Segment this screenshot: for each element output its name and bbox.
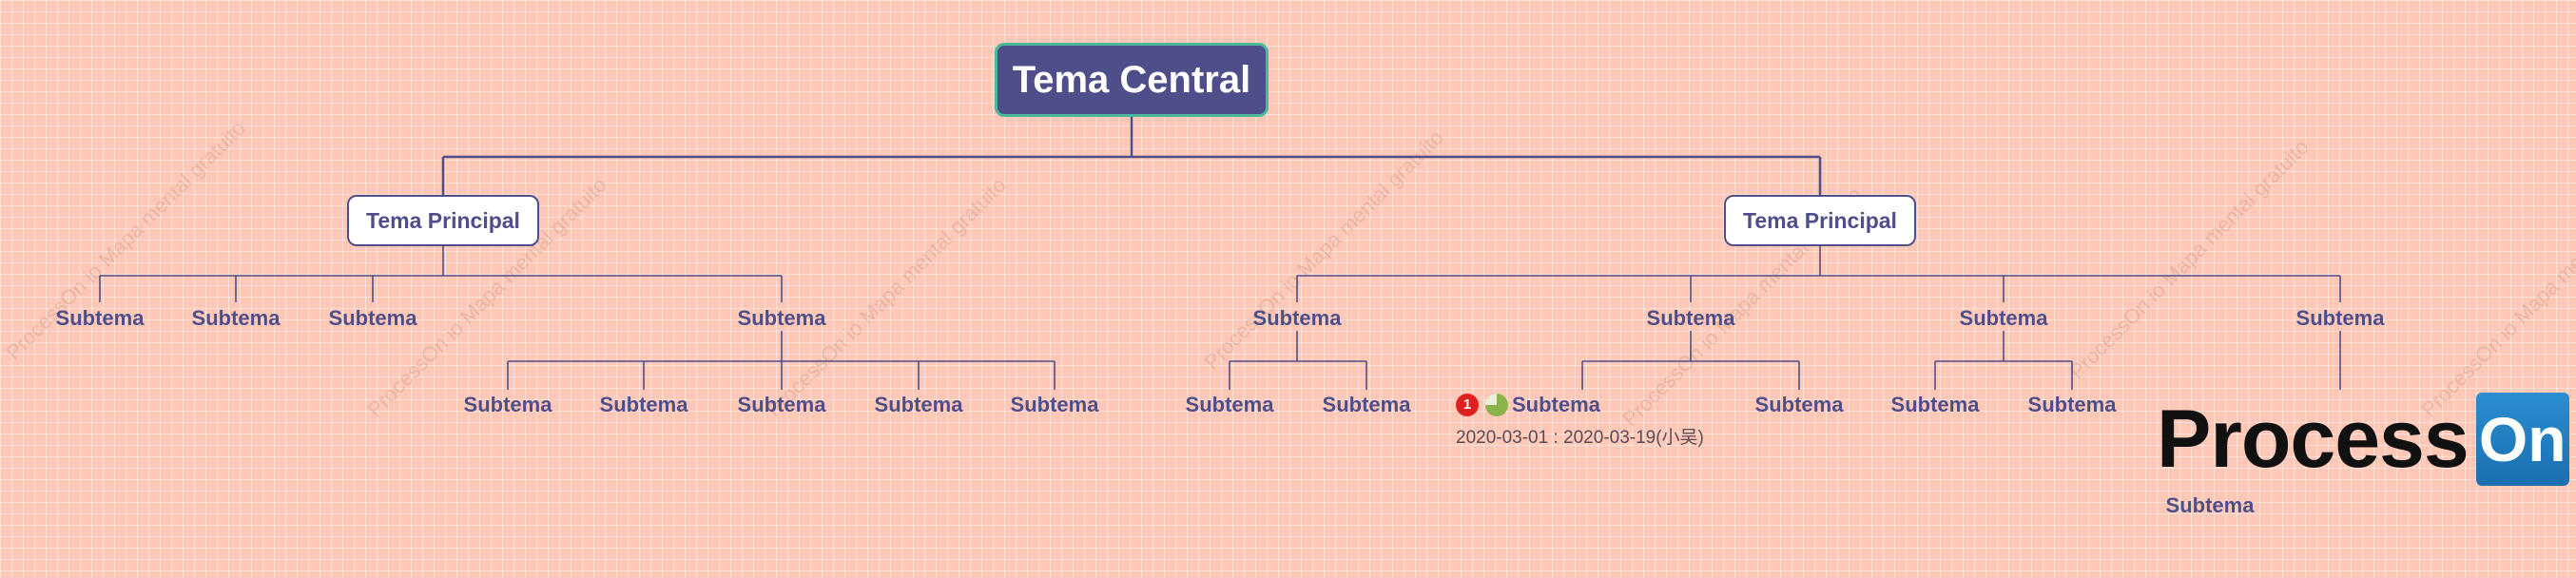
main-topic-left[interactable]: Tema Principal xyxy=(347,195,539,246)
connector-left-branch xyxy=(99,246,783,302)
subtopic-node[interactable]: Subtema xyxy=(463,393,552,416)
subtopic-node[interactable]: Subtema xyxy=(1890,393,1980,416)
connector-right-branch xyxy=(1296,246,2341,302)
connector-right-sub-3 xyxy=(1934,331,2073,390)
central-topic[interactable]: Tema Central xyxy=(995,43,1269,117)
logo-on-box: On xyxy=(2475,393,2569,486)
connector-right-sub-2 xyxy=(1581,331,1800,390)
logo-wordmark: Process xyxy=(2157,394,2469,485)
subtopic-node[interactable]: Subtema xyxy=(1322,393,1411,416)
subtopic-node[interactable]: Subtema xyxy=(1959,306,2048,330)
subtopic-node[interactable]: Subtema xyxy=(1185,393,1274,416)
subtopic-node[interactable]: Subtema xyxy=(2027,393,2117,416)
subtopic-node-task[interactable]: Subtema xyxy=(1512,393,1600,416)
subtopic-node-logo[interactable]: Subtema xyxy=(2165,493,2255,517)
progress-pie-icon xyxy=(1485,394,1508,416)
connector-central xyxy=(441,117,1822,195)
subtopic-node[interactable]: Subtema xyxy=(737,306,826,330)
priority-badge-icon: 1 xyxy=(1456,394,1479,416)
task-date-range: 2020-03-01 : 2020-03-19(小吴) xyxy=(1456,428,1704,448)
processon-logo: Process On xyxy=(2157,392,2569,487)
subtopic-node[interactable]: Subtema xyxy=(1754,393,1844,416)
subtopic-node[interactable]: Subtema xyxy=(599,393,688,416)
connector-right-sub-1 xyxy=(1229,331,1367,390)
subtopic-node[interactable]: Subtema xyxy=(1252,306,1342,330)
subtopic-node[interactable]: Subtema xyxy=(328,306,417,330)
subtopic-node[interactable]: Subtema xyxy=(191,306,281,330)
connector-left-sub xyxy=(507,331,1056,390)
subtopic-node[interactable]: Subtema xyxy=(55,306,145,330)
subtopic-node[interactable]: Subtema xyxy=(737,393,826,416)
subtopic-node[interactable]: Subtema xyxy=(2295,306,2385,330)
subtopic-node[interactable]: Subtema xyxy=(1646,306,1735,330)
subtopic-node[interactable]: Subtema xyxy=(874,393,963,416)
subtopic-node[interactable]: Subtema xyxy=(1010,393,1099,416)
main-topic-right[interactable]: Tema Principal xyxy=(1724,195,1916,246)
